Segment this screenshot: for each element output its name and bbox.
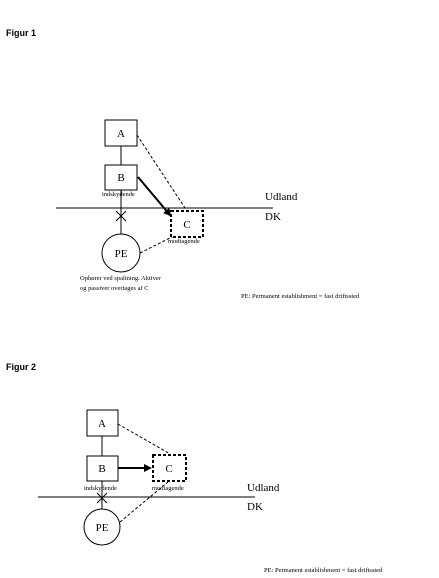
figure-2-legend: PE: Permanent establishment = fast drift… — [264, 567, 383, 574]
figure-1: Figur 1 A B indskydende C modtagende PE — [6, 28, 360, 300]
figure-1-arrow-b-c — [137, 176, 172, 217]
figure-1-title: Figur 1 — [6, 28, 36, 38]
figure-1-box-b-label: B — [117, 172, 124, 184]
figure-2-region-bottom: DK — [247, 501, 263, 513]
figure-2-box-a — [86, 409, 119, 437]
figure-1-box-a — [104, 119, 138, 147]
figure-2-dashed-a-c — [117, 423, 171, 455]
figure-1-box-b — [104, 164, 138, 191]
figure-2-box-b — [86, 455, 119, 482]
figure-2: Figur 2 A B indskydende C modtagende PE — [6, 362, 383, 574]
figure-2-title: Figur 2 — [6, 362, 36, 372]
figure-1-box-c — [170, 210, 204, 238]
figure-1-region-top: Udland — [265, 191, 298, 203]
figure-2-box-b-label: B — [98, 463, 105, 475]
figure-2-box-c — [152, 454, 187, 482]
figure-1-pe-note-line1: Ophører ved spaltning. Aktiver — [80, 275, 162, 282]
figure-1-cross-icon — [115, 210, 127, 222]
figure-2-dashed-pe-c — [119, 481, 169, 523]
figure-2-box-a-label: A — [98, 418, 106, 430]
figure-1-pe-note-line2: og passiver overtages af C — [80, 285, 149, 292]
figure-2-region-top: Udland — [247, 482, 280, 494]
figure-1-dashed-a-c — [136, 134, 188, 212]
figure-2-pe-circle — [83, 508, 121, 546]
figure-1-pe-circle — [101, 233, 141, 273]
figure-1-legend: PE: Permanent establishment = fast drift… — [241, 293, 360, 300]
figure-2-cross-icon — [96, 492, 108, 504]
figure-1-dashed-pe-c — [139, 234, 177, 254]
figure-1-pe-label: PE — [115, 248, 128, 260]
figure-2-pe-label: PE — [96, 522, 109, 534]
figure-2-c-sublabel: modtagende — [152, 485, 184, 492]
figure-2-box-c-label: C — [165, 463, 172, 475]
figure-1-box-a-label: A — [117, 128, 125, 140]
figure-2-b-sublabel: indskydende — [84, 485, 117, 492]
figure-1-region-bottom: DK — [265, 211, 281, 223]
figure-1-c-sublabel: modtagende — [168, 238, 200, 245]
figure-1-box-c-label: C — [183, 219, 190, 231]
figure-1-b-sublabel: indskydende — [102, 191, 135, 198]
